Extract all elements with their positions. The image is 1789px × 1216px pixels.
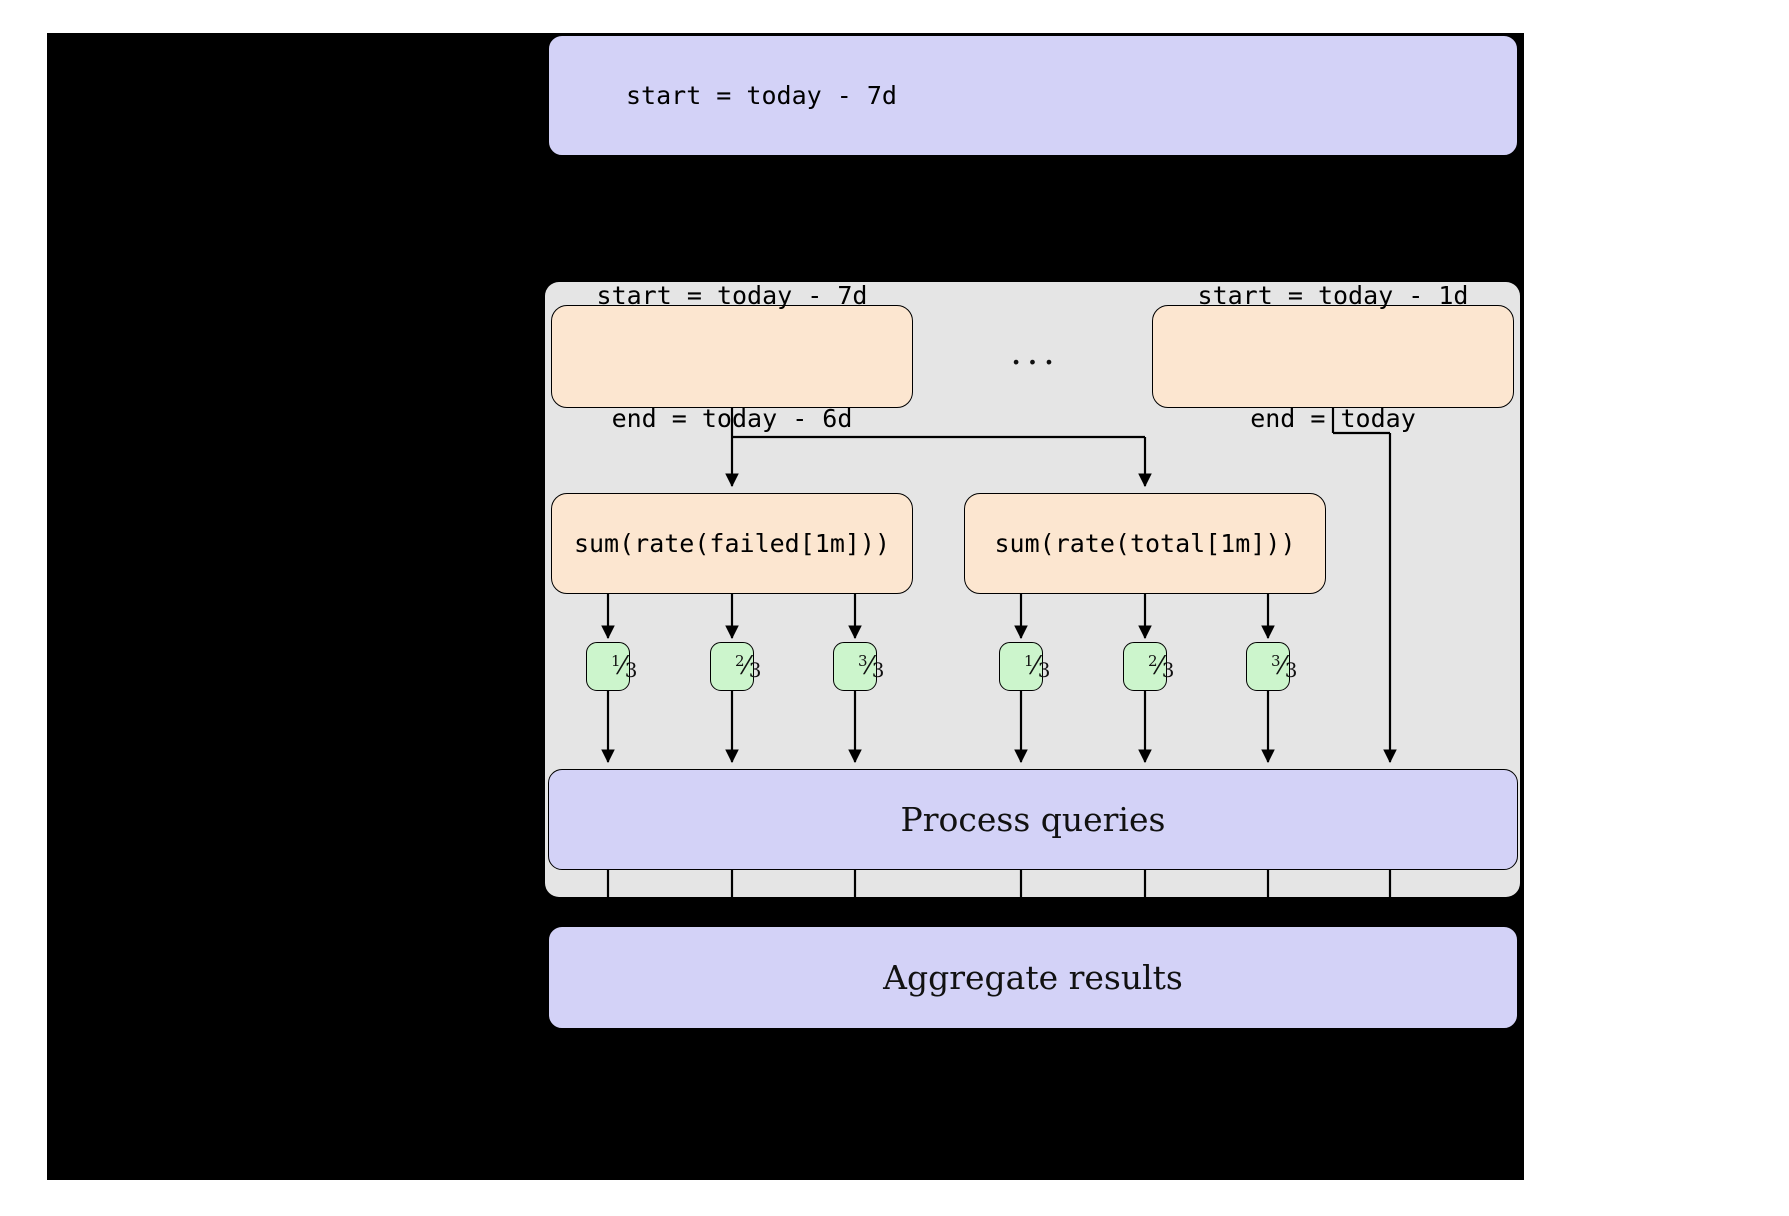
shard-chip-total-2: 2⁄3 <box>1123 642 1174 691</box>
ellipsis-indicator: ... <box>1010 331 1060 373</box>
shard-chip-failed-1: 1⁄3 <box>586 642 637 691</box>
shard-slash: ⁄ <box>744 651 749 680</box>
shard-slash: ⁄ <box>867 651 872 680</box>
shard-denominator: 3 <box>871 658 885 682</box>
shard-numerator: 2 <box>1147 652 1158 670</box>
shard-denominator: 3 <box>1037 658 1051 682</box>
query-line-end: end = today <box>626 204 792 233</box>
shard-slash: ⁄ <box>1033 651 1038 680</box>
query-node-failed: sum(rate(failed[1m])) <box>551 493 913 594</box>
time-range-end: end = today <box>1250 403 1416 433</box>
shard-numerator: 1 <box>610 652 621 670</box>
shard-chip-total-1: 1⁄3 <box>999 642 1050 691</box>
time-range-box-last: start = today - 1d end = today <box>1152 281 1514 433</box>
time-range-end: end = today - 6d <box>611 403 853 433</box>
shard-slash: ⁄ <box>1280 651 1285 680</box>
query-node-total: sum(rate(total[1m])) <box>964 493 1326 594</box>
stage-process-queries: Process queries <box>548 769 1518 870</box>
shard-slash: ⁄ <box>1157 651 1162 680</box>
shard-numerator: 3 <box>1270 652 1281 670</box>
shard-numerator: 1 <box>1023 652 1034 670</box>
shard-denominator: 3 <box>1161 658 1175 682</box>
query-line-start: start = today - 7d <box>626 81 897 110</box>
page-margin-top <box>0 0 1789 33</box>
query-node-label: sum(rate(failed[1m])) <box>573 529 891 558</box>
shard-denominator: 3 <box>748 658 762 682</box>
stage-label: Aggregate results <box>883 958 1183 997</box>
shard-slash: ⁄ <box>620 651 625 680</box>
query-definition-box: query = sum(rate(failed[1m])) / sum(rate… <box>548 35 1518 233</box>
page-margin-bottom <box>0 1180 1789 1216</box>
shard-chip-failed-2: 2⁄3 <box>710 642 761 691</box>
shard-chip-total-3: 3⁄3 <box>1246 642 1297 691</box>
shard-numerator: 2 <box>734 652 745 670</box>
time-range-start: start = today - 1d <box>1197 280 1469 310</box>
shard-denominator: 3 <box>1284 658 1298 682</box>
shard-chip-failed-3: 3⁄3 <box>833 642 884 691</box>
page-margin-left <box>0 0 47 1216</box>
stage-label: Process queries <box>900 800 1166 839</box>
query-node-label: sum(rate(total[1m])) <box>994 529 1296 558</box>
shard-denominator: 3 <box>624 658 638 682</box>
page-margin-right <box>1524 0 1789 1216</box>
stage-aggregate-results: Aggregate results <box>548 926 1518 1029</box>
shard-numerator: 3 <box>857 652 868 670</box>
time-range-box-first: start = today - 7d end = today - 6d <box>551 281 913 433</box>
time-range-start: start = today - 7d <box>596 280 868 310</box>
